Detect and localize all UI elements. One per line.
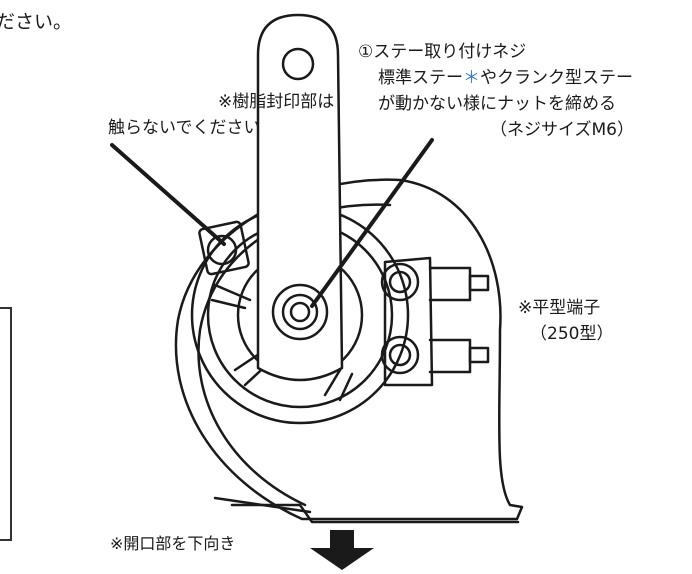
stay-screw-note-line3: が動かない様にナットを締める — [378, 94, 616, 114]
screw-leader-line — [310, 138, 434, 308]
spoke — [323, 368, 342, 397]
terminal-note-line2: （250型） — [530, 324, 614, 344]
intro-text: ださい。 — [0, 11, 73, 33]
stay-screw-note-line1: ①ステー取り付けネジ — [358, 42, 527, 62]
spoke — [338, 372, 354, 402]
terminal-note-line1: ※平型端子 — [518, 298, 601, 318]
terminal-tab-lower — [428, 338, 472, 374]
stay-screw-note-line2-b: やクランク型ステー — [480, 68, 633, 88]
stay-screw-note-line4: （ネジサイズM6） — [490, 120, 634, 140]
terminal-screw-lower — [380, 335, 420, 375]
resin-seal-knob — [206, 234, 238, 266]
stay-screw-nut — [271, 283, 329, 341]
horn-outer-shell — [174, 178, 524, 521]
resin-note-line1: ※樹脂封印部は — [218, 92, 335, 112]
resin-leader-line — [110, 143, 226, 246]
stay-screw-note-line2-a: 標準ステー — [378, 68, 463, 88]
stay-screw-note-mark: ＊ — [463, 68, 480, 88]
stay-mount-hole — [281, 47, 315, 81]
down-arrow-icon — [310, 530, 374, 570]
left-frame-edge — [0, 307, 12, 541]
resin-note-line2: 触らないでください — [108, 118, 261, 138]
opening-note: ※開口部を下向き — [110, 534, 236, 553]
spoke — [210, 298, 247, 310]
stay-bracket — [256, 13, 344, 382]
stay-screw — [281, 293, 319, 331]
terminal-tab-upper — [428, 266, 472, 302]
spoke — [213, 283, 252, 302]
stay-screw-note-line2: 標準ステー＊やクランク型ステー — [378, 66, 633, 90]
terminal-screw-upper — [380, 262, 420, 302]
resin-seal-part — [198, 220, 250, 276]
horn-base-line — [213, 496, 312, 514]
